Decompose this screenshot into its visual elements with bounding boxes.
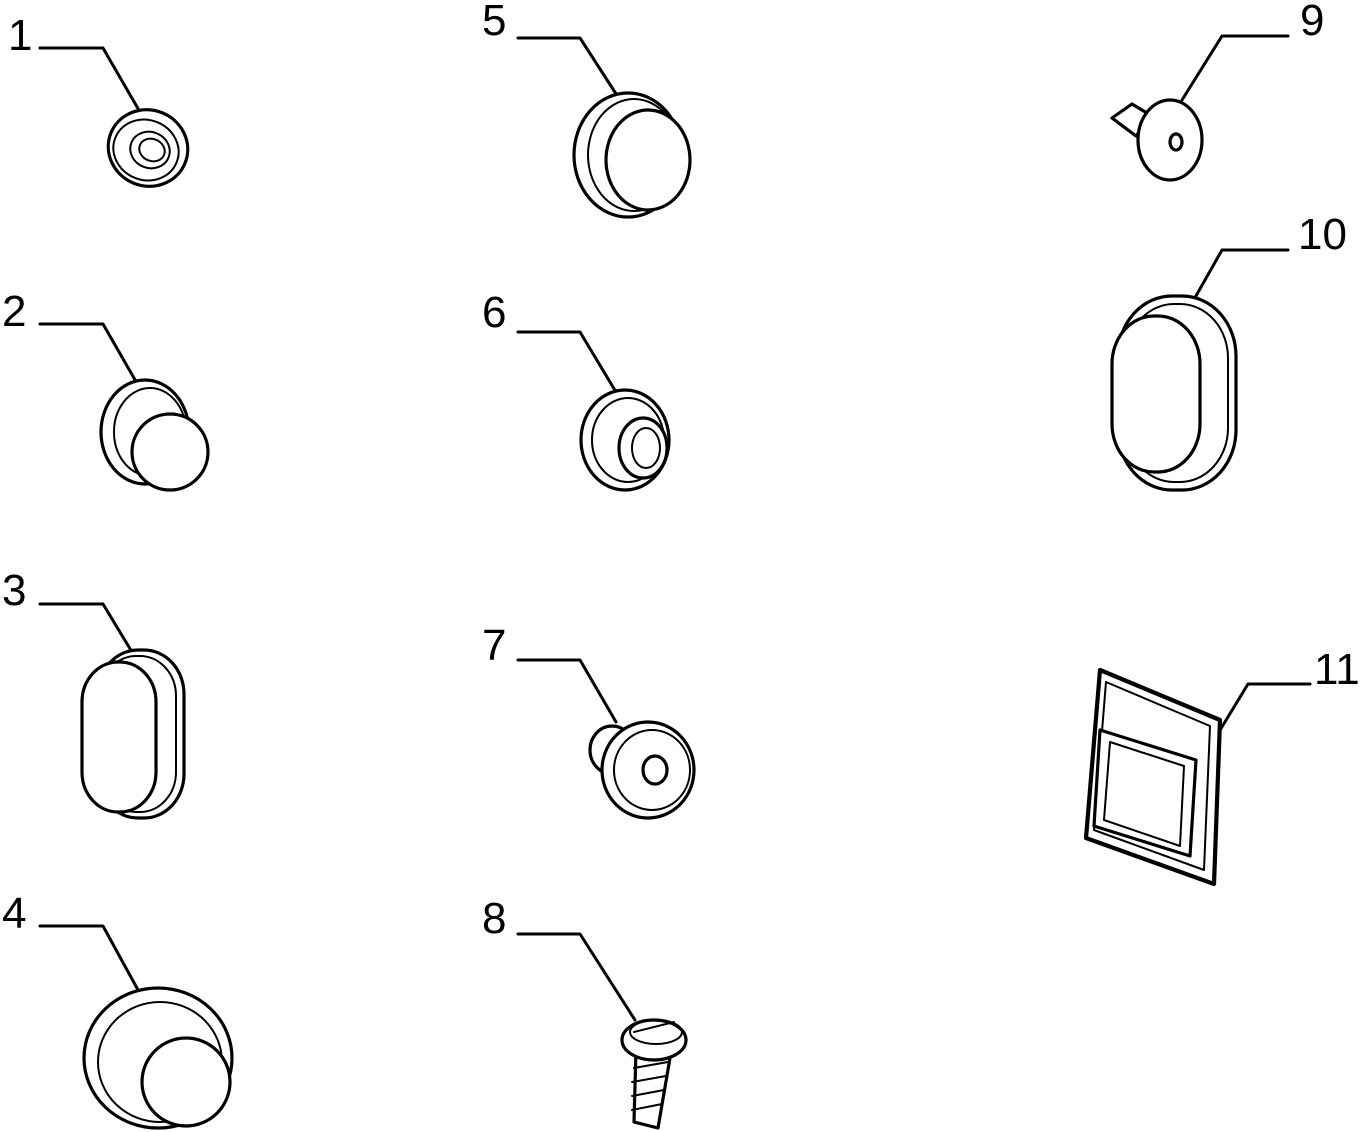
callout-6: 6 (482, 288, 618, 394)
part-5-dome-plug (572, 91, 692, 219)
callout-10: 10 (1186, 210, 1347, 312)
leader-line-5 (516, 36, 622, 102)
callout-5: 5 (482, 0, 622, 102)
part-8-screw (620, 1018, 688, 1130)
part-9-push-rivet (1110, 98, 1204, 182)
leader-line-7 (516, 658, 618, 724)
part-7-push-rivet (588, 720, 696, 820)
leader-line-6 (516, 330, 618, 394)
callout-number-8: 8 (482, 894, 506, 943)
callout-8: 8 (482, 894, 637, 1022)
callout-number-7: 7 (482, 621, 506, 670)
callout-number-1: 1 (8, 11, 32, 60)
part-6-grommet (579, 388, 671, 492)
callout-number-10: 10 (1298, 210, 1347, 259)
callout-number-6: 6 (482, 288, 506, 337)
callout-2: 2 (2, 287, 140, 387)
callout-number-11: 11 (1314, 645, 1360, 694)
part-1-grommet (106, 108, 190, 188)
callout-11: 11 (1212, 645, 1360, 742)
leader-line-1 (38, 46, 142, 114)
part-3-oval-plug (80, 648, 186, 820)
callout-3: 3 (2, 566, 134, 654)
part-10-oval-plug (1110, 294, 1238, 492)
leader-line-10 (1186, 248, 1290, 312)
callout-7: 7 (482, 621, 618, 724)
leader-line-3 (38, 602, 134, 654)
part-4-large-cap (82, 986, 234, 1130)
leader-line-2 (38, 322, 140, 387)
callout-number-9: 9 (1300, 0, 1324, 45)
leader-line-8 (516, 932, 637, 1022)
part-11-frame-grommet (1083, 667, 1223, 887)
leader-line-11 (1212, 682, 1312, 742)
callout-9: 9 (1180, 0, 1324, 102)
leader-line-4 (38, 924, 140, 992)
callout-1: 1 (8, 11, 142, 114)
leader-line-9 (1180, 34, 1290, 102)
callout-number-2: 2 (2, 287, 26, 336)
part-2-cap-plug (99, 378, 210, 492)
callout-number-4: 4 (2, 889, 26, 938)
callout-number-3: 3 (2, 566, 26, 615)
callout-4: 4 (2, 889, 140, 992)
callout-number-5: 5 (482, 0, 506, 45)
